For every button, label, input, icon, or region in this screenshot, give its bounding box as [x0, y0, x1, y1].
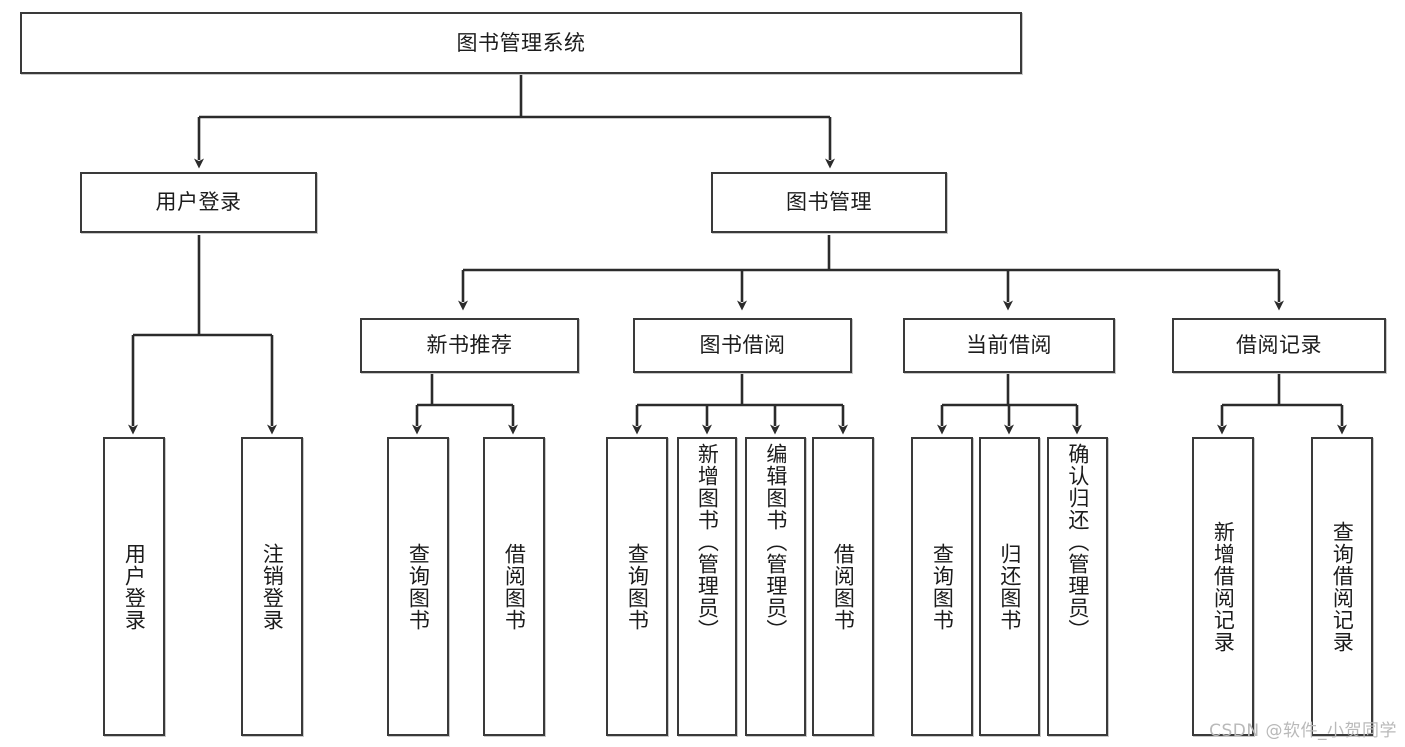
leaf-confirm-return[interactable]: 确认归还（管理员） [1047, 437, 1108, 736]
leaf-confirm-return-label: 确认归还（管理员） [1065, 443, 1090, 641]
node-current-borrow-label: 当前借阅 [966, 333, 1052, 358]
leaf-borrow-book-1-label: 借阅图书 [502, 542, 527, 631]
leaf-add-book-label: 新增图书（管理员） [695, 443, 720, 641]
node-new-book-recommend[interactable]: 新书推荐 [360, 318, 579, 373]
leaf-logout[interactable]: 注销登录 [241, 437, 303, 736]
leaf-query-book-3[interactable]: 查询图书 [911, 437, 973, 736]
leaf-user-login[interactable]: 用户登录 [103, 437, 165, 736]
leaf-query-book-2[interactable]: 查询图书 [606, 437, 668, 736]
node-user-login[interactable]: 用户登录 [80, 172, 317, 233]
node-borrow-record-label: 借阅记录 [1236, 333, 1322, 358]
leaf-return-book-label: 归还图书 [997, 542, 1022, 631]
leaf-borrow-book-1[interactable]: 借阅图书 [483, 437, 545, 736]
node-new-book-recommend-label: 新书推荐 [426, 333, 513, 358]
leaf-edit-book[interactable]: 编辑图书（管理员） [745, 437, 806, 736]
leaf-query-book-2-label: 查询图书 [625, 542, 650, 631]
leaf-return-book[interactable]: 归还图书 [979, 437, 1040, 736]
node-book-borrow-label: 图书借阅 [699, 333, 786, 358]
leaf-query-book-1[interactable]: 查询图书 [387, 437, 449, 736]
node-book-manage-label: 图书管理 [786, 190, 872, 215]
node-current-borrow[interactable]: 当前借阅 [903, 318, 1115, 373]
node-root-label: 图书管理系统 [456, 30, 586, 55]
node-user-login-label: 用户登录 [155, 190, 242, 215]
leaf-add-book[interactable]: 新增图书（管理员） [677, 437, 737, 736]
node-book-manage[interactable]: 图书管理 [711, 172, 947, 233]
leaf-query-record-label: 查询借阅记录 [1330, 520, 1355, 653]
leaf-logout-label: 注销登录 [260, 542, 285, 631]
leaf-add-record[interactable]: 新增借阅记录 [1192, 437, 1254, 736]
leaf-query-book-3-label: 查询图书 [930, 542, 955, 631]
leaf-query-book-1-label: 查询图书 [406, 542, 431, 631]
leaf-user-login-label: 用户登录 [122, 542, 147, 631]
node-root[interactable]: 图书管理系统 [20, 12, 1022, 74]
leaf-edit-book-label: 编辑图书（管理员） [763, 443, 788, 641]
node-book-borrow[interactable]: 图书借阅 [633, 318, 852, 373]
leaf-query-record[interactable]: 查询借阅记录 [1311, 437, 1373, 736]
node-borrow-record[interactable]: 借阅记录 [1172, 318, 1386, 373]
leaf-add-record-label: 新增借阅记录 [1211, 520, 1236, 653]
watermark-text: CSDN @软件_小贺同学 [1209, 721, 1397, 741]
leaf-borrow-book-2[interactable]: 借阅图书 [812, 437, 874, 736]
leaf-borrow-book-2-label: 借阅图书 [831, 542, 856, 631]
